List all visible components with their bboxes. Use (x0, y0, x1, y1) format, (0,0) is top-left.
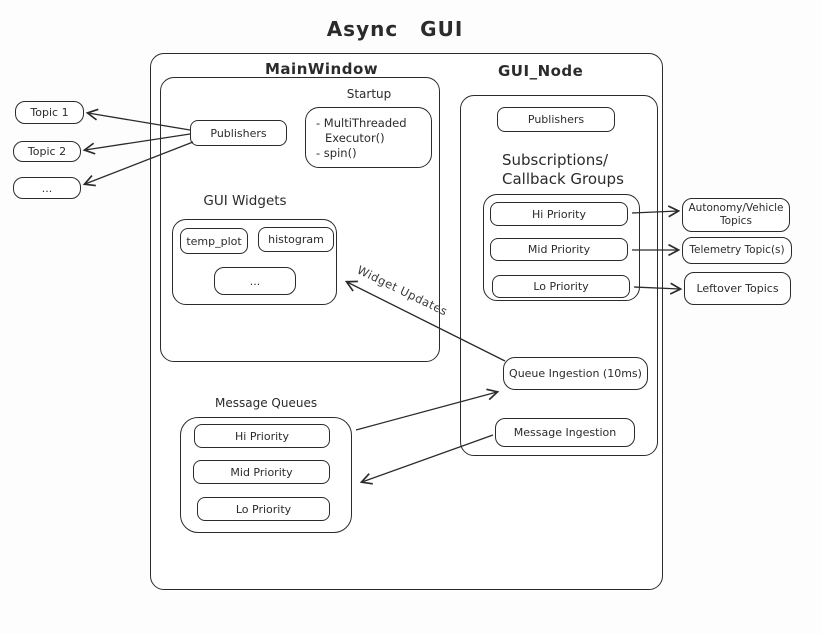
autonomy-topics-box: Autonomy/Vehicle Topics (682, 198, 790, 232)
topic-more-box: ... (13, 177, 81, 199)
subscriptions-label-line2: Callback Groups (502, 170, 624, 188)
gui-node-label: GUI_Node (498, 62, 584, 80)
histogram-box: histogram (258, 227, 334, 252)
message-ingestion-box: Message Ingestion (495, 418, 635, 447)
mainwindow-publishers-box: Publishers (190, 120, 287, 146)
autonomy-topics-line1: Autonomy/Vehicle (688, 202, 784, 214)
queue-ingestion-box: Queue Ingestion (10ms) (503, 357, 648, 390)
startup-line-3: - spin() (316, 146, 357, 160)
gui-widgets-label: GUI Widgets (203, 193, 287, 209)
subscriptions-label-line1: Subscriptions/ (502, 151, 609, 169)
gui-node-lo-priority-box: Lo Priority (492, 275, 630, 298)
startup-line-1: - MultiThreaded (316, 116, 407, 130)
telemetry-topics-box: Telemetry Topic(s) (682, 237, 792, 264)
topic1-box: Topic 1 (15, 101, 84, 124)
temp-plot-box: temp_plot (180, 228, 248, 254)
gui-node-mid-priority-box: Mid Priority (490, 238, 628, 261)
message-queues-label: Message Queues (215, 396, 318, 410)
subscriptions-label: Subscriptions/ Callback Groups (502, 151, 624, 189)
startup-label: Startup (346, 87, 392, 101)
widgets-more-box: ... (214, 267, 296, 295)
gui-node-publishers-box: Publishers (497, 107, 615, 132)
startup-box: - MultiThreaded Executor() - spin() (305, 107, 432, 168)
autonomy-topics-line2: Topics (720, 215, 752, 227)
mainwindow-label: MainWindow (265, 60, 379, 78)
mq-mid-priority-box: Mid Priority (193, 460, 330, 484)
diagram-title: Async GUI (326, 17, 464, 41)
topic2-box: Topic 2 (13, 141, 81, 162)
mq-lo-priority-box: Lo Priority (197, 497, 330, 521)
leftover-topics-box: Leftover Topics (684, 272, 791, 305)
mq-hi-priority-box: Hi Priority (194, 424, 330, 448)
gui-node-hi-priority-box: Hi Priority (490, 202, 628, 226)
startup-line-2: Executor() (325, 131, 385, 145)
